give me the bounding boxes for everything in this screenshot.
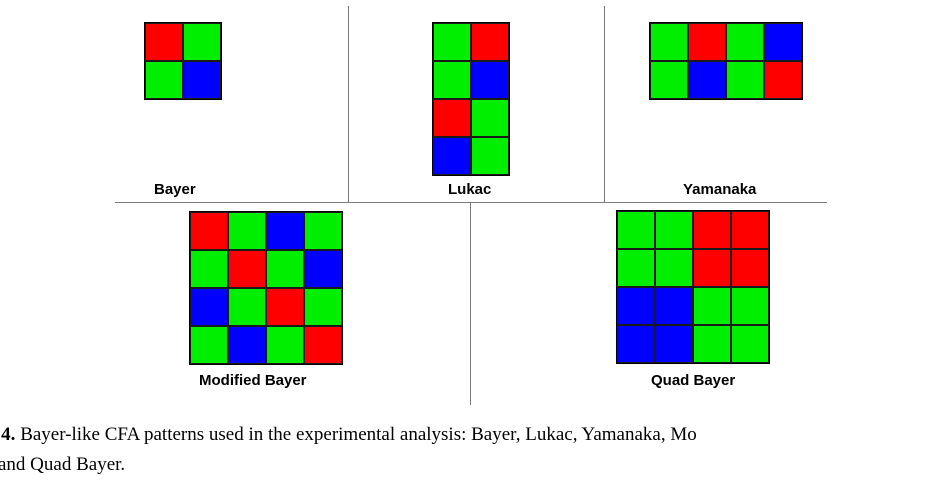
cfa-cell-red (731, 249, 769, 287)
cfa-cell-red (304, 326, 342, 364)
cfa-cell-green (650, 23, 688, 61)
cfa-cell-blue (617, 287, 655, 325)
cfa-cell-red (190, 212, 228, 250)
cfa-cell-red (471, 23, 509, 61)
cfa-cell-red (693, 249, 731, 287)
cfa-cell-blue (183, 61, 221, 99)
cfa-cell-blue (471, 61, 509, 99)
pattern-quad-bayer (616, 210, 770, 364)
cfa-cell-blue (266, 212, 304, 250)
cfa-cell-blue (228, 326, 266, 364)
cfa-cell-blue (433, 137, 471, 175)
divider-horizontal (115, 202, 827, 203)
cfa-cell-green (433, 61, 471, 99)
cfa-cell-blue (190, 288, 228, 326)
label-bayer: Bayer (154, 181, 196, 198)
pattern-lukac (432, 22, 510, 176)
cfa-cell-green (726, 23, 764, 61)
label-quad-bayer: Quad Bayer (651, 372, 736, 389)
cfa-cell-green (617, 211, 655, 249)
cfa-cell-red (228, 250, 266, 288)
pattern-yamanaka (649, 22, 803, 100)
cfa-cell-green (266, 250, 304, 288)
pattern-modified-bayer (189, 211, 343, 365)
label-lukac: Lukac (448, 181, 492, 198)
cfa-cell-blue (304, 250, 342, 288)
cfa-cell-green (693, 325, 731, 363)
cfa-cell-red (731, 211, 769, 249)
cfa-cell-blue (617, 325, 655, 363)
cfa-cell-blue (655, 325, 693, 363)
cfa-cell-red (145, 23, 183, 61)
cfa-cell-green (190, 326, 228, 364)
cfa-cell-green (617, 249, 655, 287)
cfa-cell-blue (655, 287, 693, 325)
caption-figure-number: e 4. (0, 424, 16, 445)
cfa-cell-red (688, 23, 726, 61)
cfa-cell-blue (688, 61, 726, 99)
label-yamanaka: Yamanaka (683, 181, 757, 198)
cfa-cell-green (304, 288, 342, 326)
cfa-cell-green (228, 212, 266, 250)
cfa-cell-green (655, 249, 693, 287)
caption-text-1: Bayer-like CFA patterns used in the expe… (15, 424, 697, 445)
cfa-figure: Bayer Lukac Yamanaka Modified Bayer Quad… (115, 6, 827, 405)
cfa-cell-green (183, 23, 221, 61)
cfa-cell-blue (764, 23, 802, 61)
cfa-cell-green (731, 287, 769, 325)
cfa-cell-red (266, 288, 304, 326)
cfa-cell-red (433, 99, 471, 137)
cfa-cell-green (304, 212, 342, 250)
divider-vertical-1 (348, 6, 349, 202)
cfa-cell-green (266, 326, 304, 364)
cfa-cell-green (726, 61, 764, 99)
cfa-cell-green (693, 287, 731, 325)
cfa-cell-red (764, 61, 802, 99)
cfa-cell-green (228, 288, 266, 326)
label-modified-bayer: Modified Bayer (199, 372, 307, 389)
divider-vertical-3 (470, 202, 471, 405)
divider-vertical-2 (604, 6, 605, 202)
cfa-cell-green (471, 137, 509, 175)
cfa-cell-green (650, 61, 688, 99)
cfa-cell-green (145, 61, 183, 99)
cfa-cell-green (731, 325, 769, 363)
pattern-bayer (144, 22, 222, 100)
cfa-cell-green (190, 250, 228, 288)
caption-line-2: and Quad Bayer. (0, 454, 126, 475)
caption-line-1: e 4. Bayer-like CFA patterns used in the… (0, 420, 697, 450)
cfa-cell-green (433, 23, 471, 61)
cfa-cell-green (655, 211, 693, 249)
cfa-cell-red (693, 211, 731, 249)
cfa-cell-green (471, 99, 509, 137)
